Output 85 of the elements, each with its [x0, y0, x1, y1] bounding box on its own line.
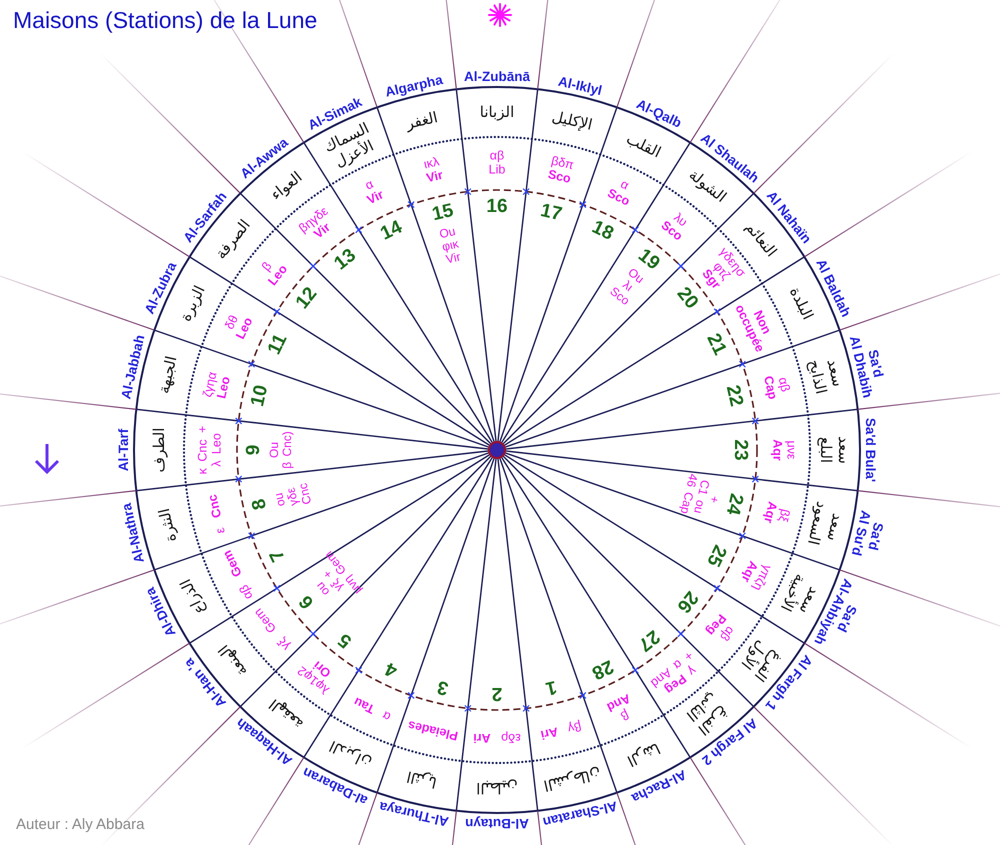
arabic-name: الغفر	[404, 108, 440, 133]
arabic-name: سعد الأخبية	[776, 571, 824, 617]
mansion-number: 10	[248, 383, 272, 408]
mansion-name: Al-Nathra	[118, 502, 147, 564]
star-designation: ζγηα Leo	[201, 370, 234, 402]
star-designation: εδρ Ari	[473, 730, 521, 744]
mansion-number: 28	[588, 655, 616, 683]
mansion-name: Al-Iklyl	[556, 74, 604, 98]
alternative-stars-note: + C1 ou 46 Cap	[678, 472, 724, 518]
star-designation: αβ Lib	[488, 150, 506, 176]
arabic-name: الدبران	[326, 736, 374, 772]
mansion-name: Sa'd Al Su'd	[848, 509, 888, 560]
star-designation: βξ Aqr	[761, 500, 792, 527]
mansion-number: 21	[702, 330, 730, 358]
mansion-name: Al-Zubānā	[464, 69, 530, 84]
star-designation: μνε Aqr	[770, 439, 798, 461]
alternative-stars-note: Ou β Cnc)	[268, 431, 294, 469]
star-designation: αβ Gem	[220, 548, 256, 602]
arabic-name: الإكليل	[550, 107, 594, 134]
arabic-name: البطين	[476, 779, 518, 797]
mansion-number: 12	[292, 284, 322, 313]
mansion-number: 1	[544, 676, 558, 698]
star-designation: δθ Leo	[221, 312, 256, 342]
mansion-number: 4	[382, 658, 401, 680]
mansion-number: 16	[486, 197, 508, 217]
alternative-stars-note: Ou λι Sco	[607, 265, 647, 308]
mansion-number: 22	[722, 383, 746, 408]
mansion-number: 17	[538, 201, 564, 226]
mansion-number: 25	[702, 542, 730, 570]
star-designation: λυ Sco	[658, 209, 691, 244]
alternative-stars-note: ou γδε Cnc	[271, 482, 314, 510]
mansion-name: Algarpha	[384, 72, 444, 100]
author-credit: Auteur : Aly Abbara	[16, 816, 144, 833]
diagram-title: Maisons (Stations) de la Lune	[13, 7, 318, 34]
mansion-number: 20	[672, 284, 702, 313]
arabic-name: سعد السعود	[804, 500, 848, 549]
star-designation: αβ Cap	[761, 373, 793, 401]
mansion-number: 11	[264, 331, 292, 358]
mansion-name: Al-Tarf	[116, 428, 131, 472]
star-designation: Pleiades	[406, 718, 460, 742]
star-designation: κ Cnc + λ Leo	[196, 426, 224, 474]
mansion-number: 23	[730, 439, 750, 461]
mansion-number: 6	[296, 591, 318, 612]
arabic-name: الثريا	[405, 767, 439, 792]
arabic-name: النثرة	[154, 506, 180, 544]
star-designation: ε Cnc	[206, 493, 228, 535]
arabic-name: سعد البلع	[817, 436, 853, 464]
mansion-number: 18	[588, 217, 616, 245]
arabic-name: الزبانا	[480, 103, 514, 121]
mansion-name: Al-Butayn	[465, 816, 529, 831]
mansion-number: 14	[378, 217, 406, 245]
mansion-name: Sa'd Al Dhabih	[846, 334, 888, 400]
mansion-number: 5	[335, 628, 356, 652]
alternative-stars-note: Ou φικ Vir	[438, 224, 463, 267]
mansion-number: 8	[249, 496, 272, 512]
star-designation: α Sco	[605, 176, 634, 209]
star-designation: β Leo	[258, 258, 290, 288]
arabic-name: القلب	[624, 130, 664, 162]
arabic-name: الطرف	[150, 428, 168, 472]
star-designation: α Vir	[362, 176, 386, 208]
arabic-name: النعائم	[742, 218, 781, 260]
arabic-name: الشرطان	[542, 764, 602, 795]
star-designation: ικλ Vir	[422, 155, 444, 186]
star-designation: γπζη Aqr	[738, 558, 774, 593]
mansion-number: 15	[430, 201, 456, 226]
arabic-name: الذراع	[176, 576, 209, 618]
mansion-name: Sa'd Bula'	[863, 418, 878, 482]
mansion-number: 9	[244, 444, 264, 456]
arabic-name: الرشا	[624, 739, 663, 770]
star-designation: β And	[604, 691, 634, 726]
mansion-number: 3	[436, 676, 450, 698]
arabic-name: الجبهة	[154, 354, 180, 396]
arabic-name: الزبرة	[176, 282, 209, 324]
star-designation: βδπ Sco	[546, 154, 576, 186]
mansion-number: 7	[266, 546, 290, 565]
mansion-number: 26	[672, 587, 702, 616]
mansion-number: 2	[492, 683, 502, 703]
mansion-number: 24	[722, 492, 746, 517]
mansion-number: 13	[331, 246, 360, 274]
mansion-number: 27	[634, 626, 663, 654]
star-designation: α Tau	[352, 694, 393, 724]
arabic-name: البلدة	[786, 284, 817, 323]
star-designation: αβ Peg	[704, 612, 738, 646]
arabic-name: سعد الذابح	[805, 356, 848, 396]
star-designation: βγ Ari	[539, 718, 582, 741]
